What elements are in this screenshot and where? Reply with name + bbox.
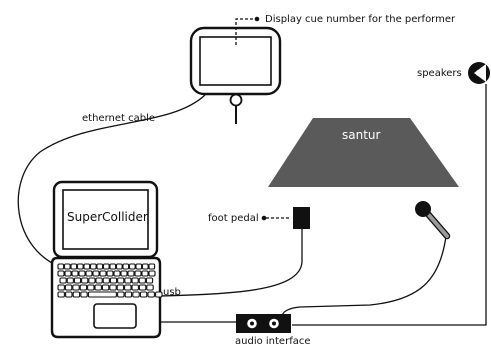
keyboard-key (71, 270, 79, 277)
foot-pedal-label: foot pedal (208, 213, 259, 224)
keyboard-key (135, 263, 143, 270)
keyboard-key (147, 291, 155, 298)
keyboard-key (124, 277, 132, 284)
keyboard-key (117, 277, 125, 284)
keyboard-key (57, 291, 65, 298)
keyboard-key (96, 263, 104, 270)
tablet-display-icon (189, 16, 282, 124)
keyboard-key (124, 291, 133, 298)
keyboard-key (95, 277, 103, 284)
keyboard-key (83, 263, 91, 270)
keyboard-key (80, 291, 88, 298)
keyboard-key (87, 291, 117, 298)
santur-label: santur (342, 128, 381, 142)
keyboard-key (81, 277, 89, 284)
keyboard-key (155, 291, 163, 298)
keyboard-key (99, 270, 107, 277)
keyboard-key (138, 284, 147, 291)
keyboard-key (148, 270, 156, 277)
keyboard-key (64, 284, 73, 291)
ethernet-cable-label: ethernet cable (82, 113, 155, 124)
keyboard-key (116, 284, 125, 291)
keyboard-key (94, 284, 102, 291)
keyboard-key (89, 263, 97, 270)
keyboard-key (124, 284, 132, 291)
keyboard-key (78, 270, 86, 277)
keyboard-key (141, 263, 149, 270)
keyboard-key (139, 291, 148, 298)
keyboard-key (66, 277, 74, 284)
keyboard-key (63, 263, 71, 270)
keyboard-key (109, 263, 117, 270)
keyboard-key (85, 270, 93, 277)
keyboard-key (57, 270, 65, 277)
keyboard-key (134, 270, 142, 277)
display-cue-label: Display cue number for the performer (265, 14, 456, 25)
laptop-icon (50, 180, 163, 339)
speaker-icon (468, 62, 490, 84)
keyboard-key (138, 277, 146, 284)
keyboard-key (109, 277, 118, 284)
keyboard-key (128, 263, 136, 270)
audio-interface-label: audio interface (235, 336, 311, 345)
keyboard-key (70, 263, 78, 270)
foot-pedal-icon (261, 207, 310, 229)
keyboard-key (131, 284, 139, 291)
keyboard-key (145, 277, 154, 284)
keyboard-key (106, 270, 114, 277)
interface-to-speaker-cable (292, 84, 487, 326)
keyboard-key (72, 291, 81, 298)
keyboard-key (131, 277, 139, 284)
keyboard-key (113, 270, 121, 277)
usb-cable (157, 229, 303, 297)
keyboard-key (65, 291, 73, 298)
keyboard-key (73, 277, 82, 284)
keyboard-key (115, 263, 123, 270)
keyboard-key (72, 284, 80, 291)
keyboard-key (57, 263, 65, 270)
keyboard-key (141, 270, 149, 277)
keyboard-key (148, 263, 156, 270)
mic-cable (281, 235, 447, 318)
keyboard-key (102, 277, 110, 284)
speakers-label: speakers (417, 68, 462, 79)
keyboard-key (92, 270, 100, 277)
keyboard-key (117, 291, 125, 298)
keyboard-key (101, 284, 110, 291)
keyboard-key (109, 284, 117, 291)
keyboard-key (122, 263, 130, 270)
keyboard-key (76, 263, 84, 270)
audio-interface-icon (236, 314, 291, 333)
microphone-icon (415, 201, 451, 240)
keyboard-key (88, 277, 96, 284)
keyboard-key (120, 270, 128, 277)
keyboard-key (79, 284, 88, 291)
keyboard-key (127, 270, 135, 277)
ethernet-cable (17, 94, 206, 269)
keyboard-key (102, 263, 110, 270)
keyboard-key (87, 284, 95, 291)
keyboard-key (57, 284, 65, 291)
keyboard-key (64, 270, 72, 277)
keyboard-key (59, 277, 67, 284)
keyboard-key (146, 284, 154, 291)
keyboard-key (132, 291, 140, 298)
supercollider-label: SuperCollider (67, 210, 148, 224)
santur-icon (268, 118, 459, 187)
usb-label: usb (163, 287, 181, 298)
